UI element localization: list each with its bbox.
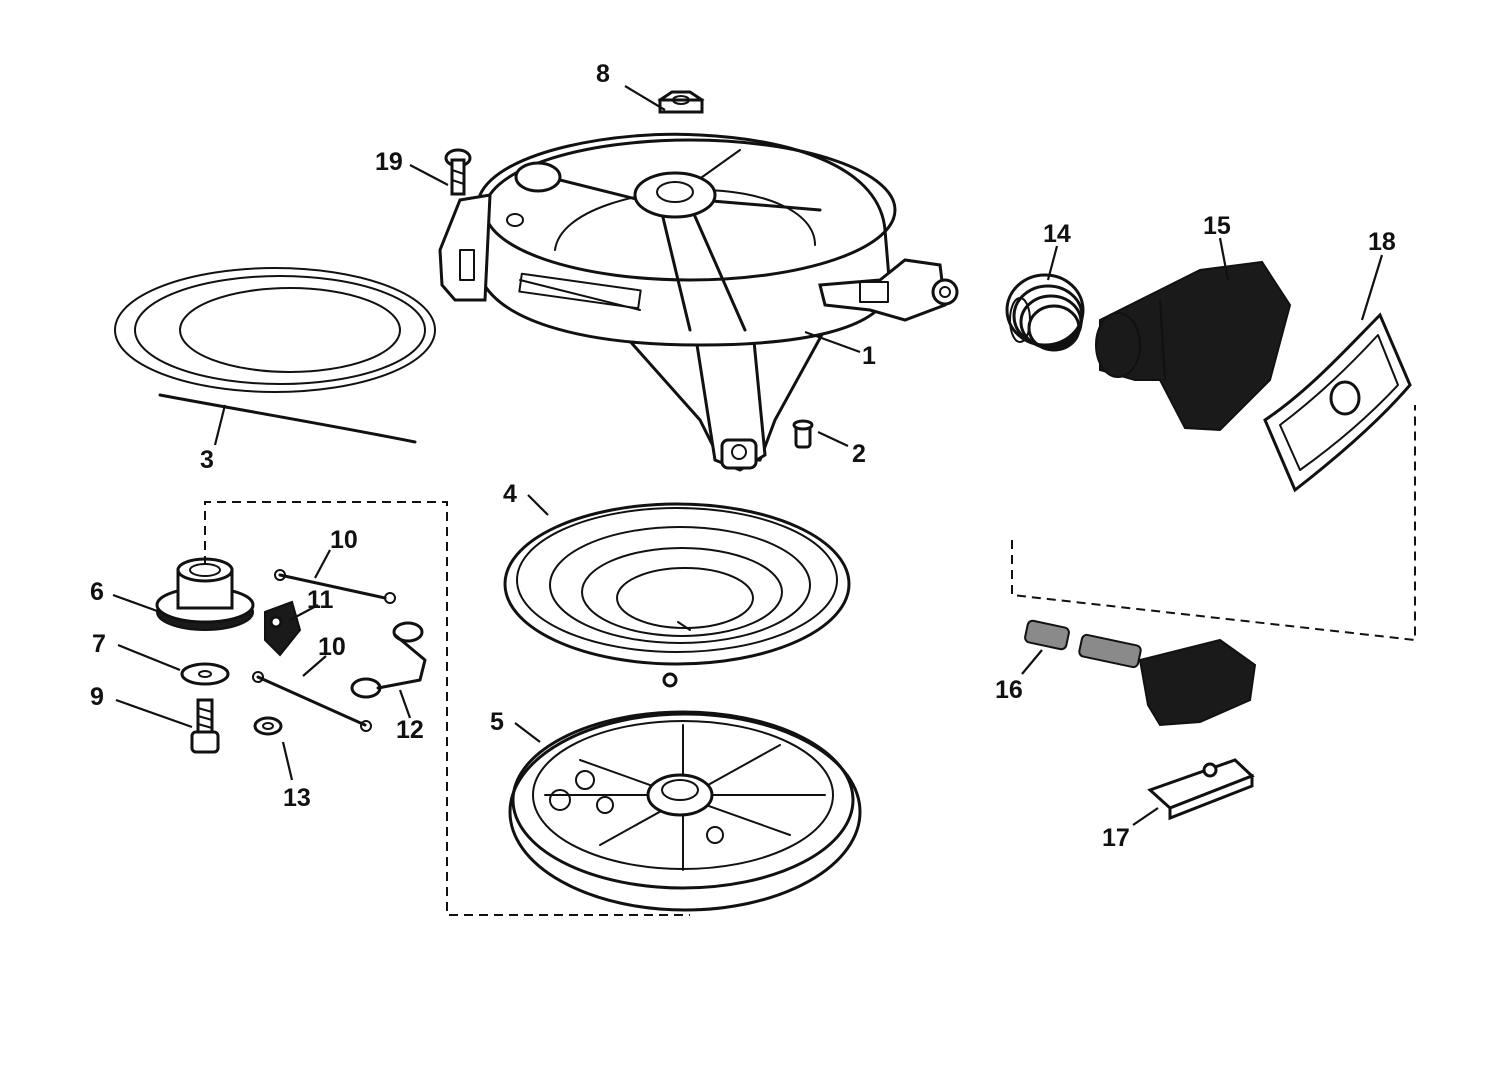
rewind-spring: [503, 502, 851, 688]
callout-4: 4: [503, 480, 517, 508]
callout-9: 9: [90, 683, 104, 711]
callout-15: 15: [1203, 212, 1231, 240]
assembly-lines: [204, 405, 1416, 916]
handle-insert: [1024, 619, 1257, 727]
rope-pulley: [508, 710, 862, 912]
leader-lines: [112, 85, 1384, 826]
callout-11: 11: [307, 586, 334, 614]
link-lower: [252, 671, 372, 732]
handle-grip: [1095, 260, 1292, 432]
pawl: [264, 600, 302, 657]
callout-6: 6: [90, 578, 104, 606]
callout-12: 12: [396, 716, 424, 744]
callout-3: 3: [200, 446, 214, 474]
lock-washer: [253, 716, 283, 736]
spring-clip: [350, 621, 427, 699]
cap-screw: [190, 698, 220, 754]
callout-10-lower: 10: [318, 633, 346, 661]
flanged-bushing: [155, 557, 255, 631]
retainer-block: [1147, 758, 1255, 821]
callout-18: 18: [1368, 228, 1396, 256]
handle-plate: [1263, 312, 1412, 493]
callout-16: 16: [995, 676, 1023, 704]
callout-8: 8: [596, 60, 610, 88]
starter-housing: [438, 132, 959, 472]
callout-5: 5: [490, 708, 504, 736]
hex-bolt: [444, 148, 472, 196]
callout-7: 7: [92, 630, 106, 658]
starter-rope: [114, 267, 436, 444]
callout-labels: 1 2 3 4 5 6 7 8 9 10 10 11 12 13 14 15 1…: [90, 60, 1396, 852]
callout-14: 14: [1043, 220, 1071, 248]
callout-13: 13: [283, 784, 311, 812]
callout-1: 1: [862, 342, 876, 370]
link-upper: [274, 569, 396, 604]
screw-small: [792, 419, 814, 449]
washer: [180, 662, 230, 686]
hex-nut: [657, 90, 705, 114]
callout-17: 17: [1102, 824, 1130, 852]
callout-2: 2: [852, 440, 866, 468]
callout-10-upper: 10: [330, 526, 358, 554]
coil-spring: [1005, 273, 1085, 352]
callout-19: 19: [375, 148, 403, 176]
